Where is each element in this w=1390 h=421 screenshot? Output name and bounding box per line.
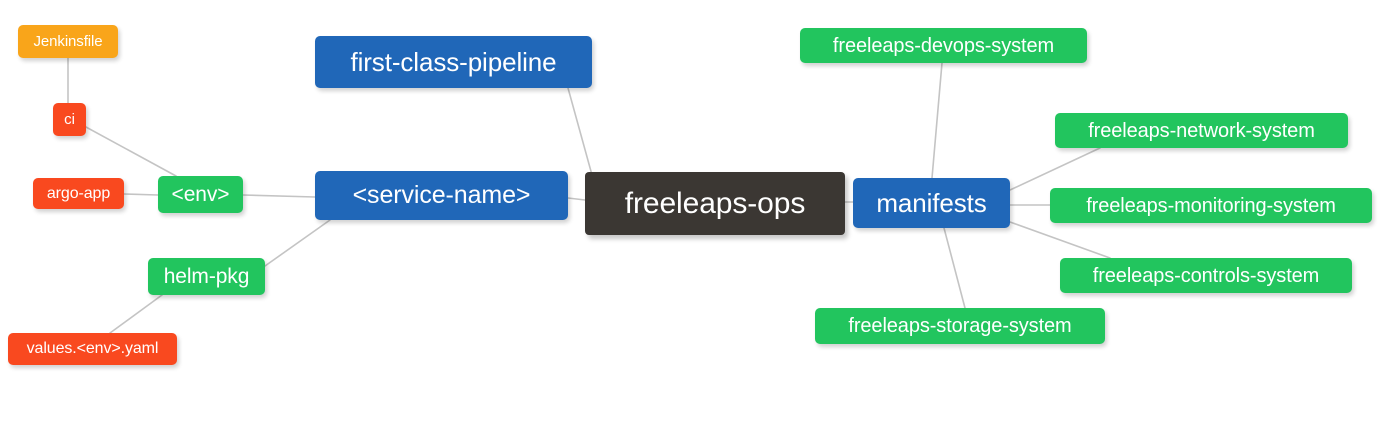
node-root[interactable]: freeleaps-ops xyxy=(585,172,845,235)
edge-helm-pkg-to-values-yaml xyxy=(109,294,163,334)
node-label: ci xyxy=(64,111,75,128)
node-label: freeleaps-monitoring-system xyxy=(1086,194,1336,217)
node-label: Jenkinsfile xyxy=(33,33,103,50)
edge-manifests-to-network-system xyxy=(1009,147,1101,191)
node-helm-pkg[interactable]: helm-pkg xyxy=(148,258,265,295)
node-label: freeleaps-devops-system xyxy=(832,34,1055,57)
node-label: values.<env>.yaml xyxy=(26,340,159,357)
edge-env-to-argo-app xyxy=(123,193,159,196)
edge-service-name-to-env xyxy=(242,194,316,198)
node-argo-app[interactable]: argo-app xyxy=(33,178,124,209)
node-devops-system[interactable]: freeleaps-devops-system xyxy=(800,28,1087,63)
node-label: argo-app xyxy=(46,184,111,202)
node-manifests[interactable]: manifests xyxy=(853,178,1010,228)
edge-env-to-ci xyxy=(85,126,177,177)
node-monitoring-system[interactable]: freeleaps-monitoring-system xyxy=(1050,188,1372,223)
node-storage-system[interactable]: freeleaps-storage-system xyxy=(815,308,1105,344)
node-label: freeleaps-controls-system xyxy=(1092,264,1320,287)
edge-manifests-to-controls-system xyxy=(1009,221,1111,259)
node-label: <env> xyxy=(171,183,230,206)
node-network-system[interactable]: freeleaps-network-system xyxy=(1055,113,1348,148)
node-label: freeleaps-ops xyxy=(624,186,806,220)
node-first-class-pipeline[interactable]: first-class-pipeline xyxy=(315,36,592,88)
node-service-name[interactable]: <service-name> xyxy=(315,171,568,220)
edge-manifests-to-storage-system xyxy=(943,227,966,309)
node-values-yaml[interactable]: values.<env>.yaml xyxy=(8,333,177,365)
node-env[interactable]: <env> xyxy=(158,176,243,213)
node-controls-system[interactable]: freeleaps-controls-system xyxy=(1060,258,1352,293)
edge-root-to-first-class-pipeline xyxy=(567,87,593,176)
node-label: manifests xyxy=(876,188,987,218)
node-label: <service-name> xyxy=(352,181,531,209)
node-label: helm-pkg xyxy=(163,265,250,288)
node-label: freeleaps-storage-system xyxy=(848,315,1072,337)
edge-manifests-to-devops-system xyxy=(931,62,943,179)
edge-service-name-to-helm-pkg xyxy=(264,219,331,267)
node-label: freeleaps-network-system xyxy=(1088,119,1315,142)
edge-root-to-service-name xyxy=(567,197,586,201)
node-label: first-class-pipeline xyxy=(350,47,557,77)
node-ci[interactable]: ci xyxy=(53,103,86,136)
node-jenkinsfile[interactable]: Jenkinsfile xyxy=(18,25,118,58)
